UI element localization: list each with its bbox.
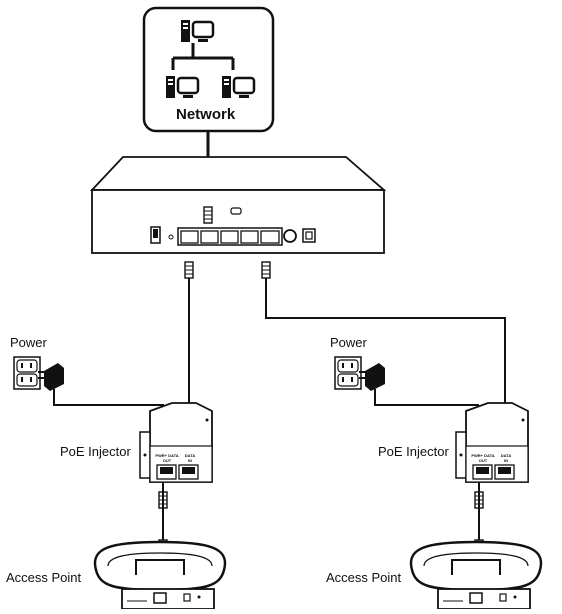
- poe-injector-label-left: PoE Injector: [60, 444, 131, 459]
- power-label-left: Power: [10, 335, 47, 350]
- ethernet-plug-icon: [184, 261, 194, 279]
- poe-injector-label-right: PoE Injector: [378, 444, 449, 459]
- network-label: Network: [176, 106, 236, 123]
- power-outlet-icon: [13, 356, 41, 390]
- access-point-label-right: Access Point: [326, 570, 402, 585]
- poe-out-label-left: PWR+ DATA OUT: [155, 453, 179, 463]
- poe-out-label-right: PWR+ DATA OUT: [471, 453, 495, 463]
- ethernet-plug-icon: [203, 206, 213, 224]
- network-icon: [164, 18, 256, 100]
- power-label-right: Power: [330, 335, 367, 350]
- ethernet-plug-icon: [261, 261, 271, 279]
- poe-in-label-right: DATA IN: [500, 453, 512, 463]
- access-point-label-left: Access Point: [6, 570, 82, 585]
- poe-in-label-left: DATA IN: [184, 453, 196, 463]
- access-point-icon: [93, 540, 227, 610]
- power-adapter-icon: [38, 363, 64, 391]
- poe-injector-icon: [139, 402, 213, 483]
- poe-injector-icon: [455, 402, 529, 483]
- power-adapter-icon: [359, 363, 385, 391]
- power-outlet-icon: [334, 356, 362, 390]
- network-box: [142, 6, 275, 133]
- router-icon: [89, 156, 387, 254]
- access-point-icon: [409, 540, 543, 610]
